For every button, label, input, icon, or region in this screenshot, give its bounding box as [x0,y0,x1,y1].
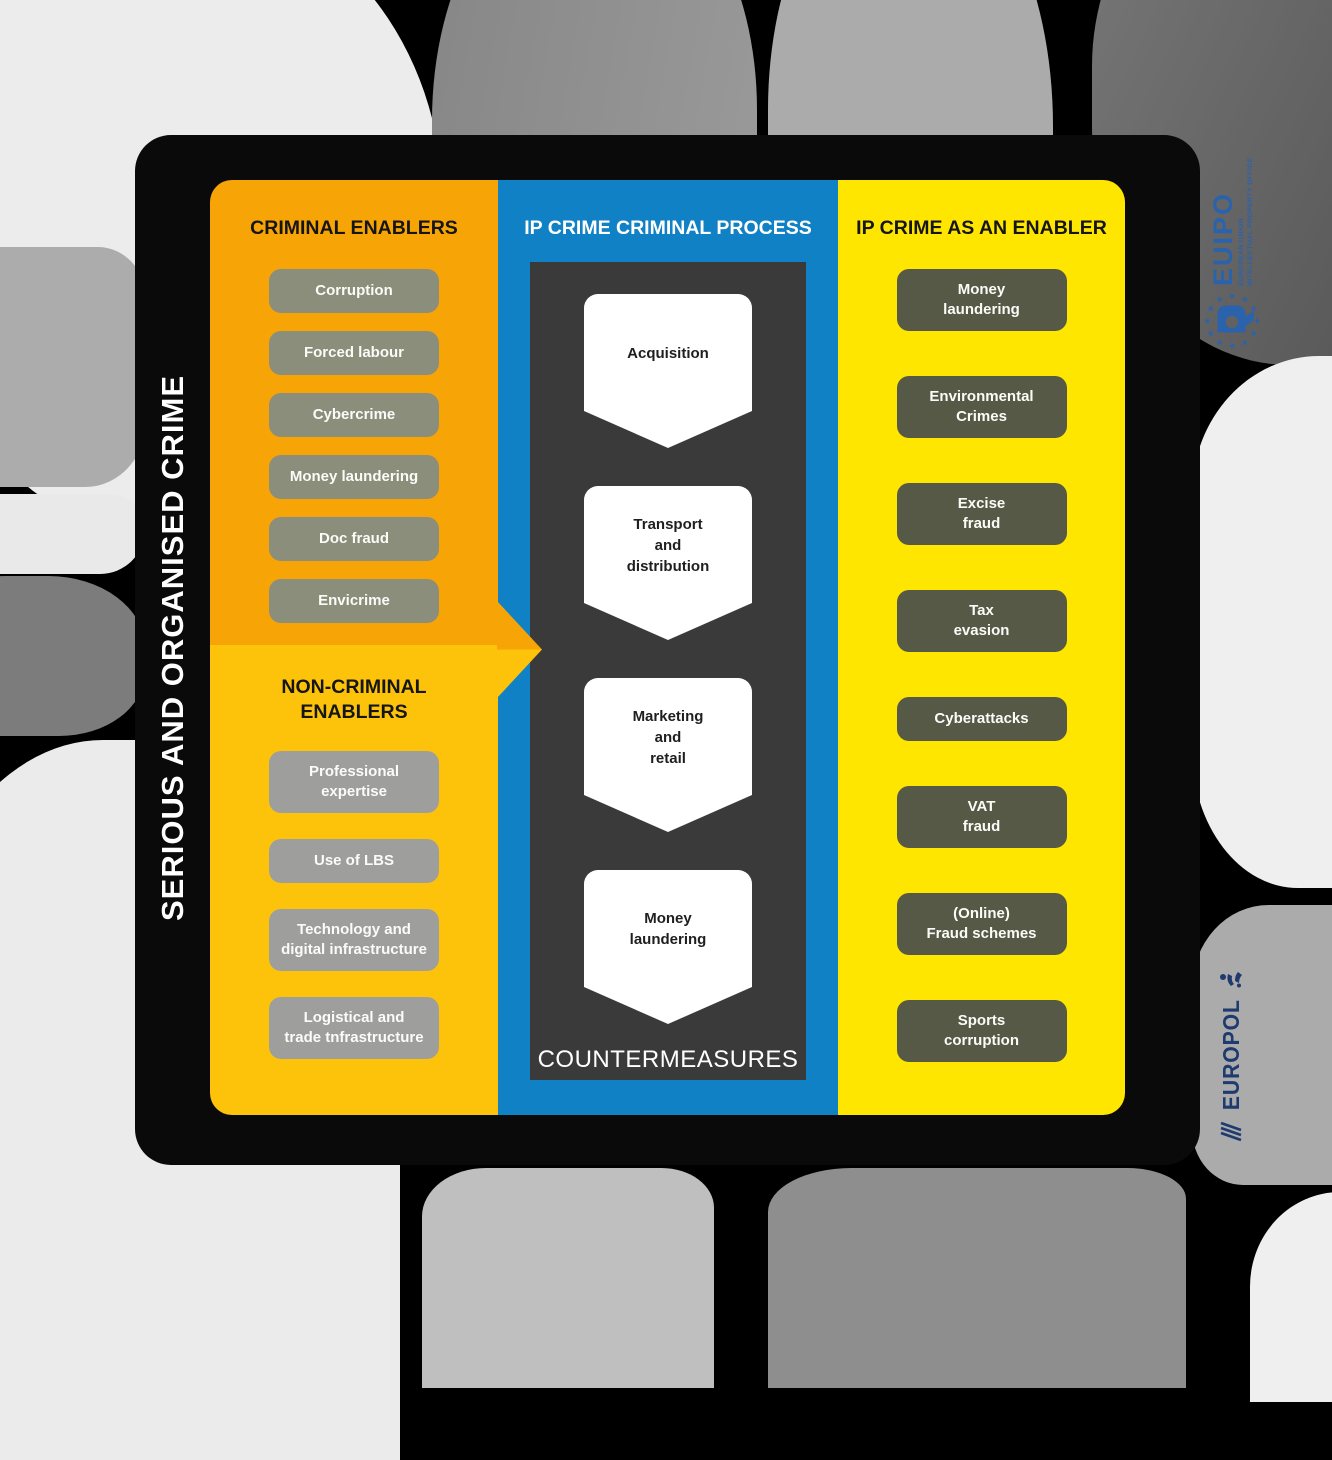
list-item: Use of LBS [269,839,439,883]
criminal-enablers-list: Corruption Forced labour Cybercrime Mone… [210,269,498,623]
countermeasures-label: COUNTERMEASURES [537,1046,799,1073]
europol-figure-icon [1220,972,1242,988]
background-blob [0,494,145,574]
column-enablers: CRIMINAL ENABLERS Corruption Forced labo… [210,180,498,1115]
europol-stripes-icon [1220,1121,1242,1142]
list-item: Sports corruption [896,1000,1067,1062]
background-blob [768,1168,1186,1388]
process-step: Acquisition [584,294,752,448]
list-item: Doc fraud [269,517,439,561]
background-blob [422,1168,714,1388]
list-item: VAT fraud [896,786,1067,848]
list-item: Money laundering [269,455,439,499]
svg-text:★: ★ [1252,317,1259,324]
svg-text:★: ★ [1205,317,1212,324]
svg-text:★: ★ [1227,342,1237,348]
list-item: Cyberattacks [896,697,1067,741]
process-steps-panel: Acquisition Transport and distribution M… [530,262,806,1080]
ip-crime-enabler-list: Money laundering Environmental Crimes Ex… [838,269,1125,1062]
diagram-frame: SERIOUS AND ORGANISED CRIME CRIMINAL ENA… [135,135,1200,1165]
background-blob [1192,905,1332,1185]
svg-text:★: ★ [1249,305,1259,312]
list-item: Professional expertise [269,751,439,813]
process-step: Money laundering [584,870,752,1024]
background-blob [1192,356,1332,888]
euipo-logo-text: EUIPO [1207,191,1238,286]
section-criminal-enablers: CRIMINAL ENABLERS Corruption Forced labo… [210,180,498,645]
list-item: Logistical and trade tnfrastructure [269,997,439,1059]
column-ip-crime-enabler: IP CRIME AS AN ENABLER Money laundering … [838,180,1125,1115]
list-item: Tax evasion [896,590,1067,652]
side-title: SERIOUS AND ORGANISED CRIME [155,374,190,921]
list-item: Cybercrime [269,393,439,437]
svg-text:★: ★ [1249,330,1259,337]
list-item: Environmental Crimes [896,376,1067,438]
columns-area: CRIMINAL ENABLERS Corruption Forced labo… [210,180,1125,1115]
non-criminal-enablers-title: NON-CRIMINAL ENABLERS [281,676,427,723]
list-item: Money laundering [896,269,1067,331]
euipo-logo-subtext-1: EUROPEAN UNION [1237,218,1245,286]
background-blob [0,576,145,736]
list-item: Technology and digital infrastructure [269,909,439,971]
ip-crime-enabler-title: IP CRIME AS AN ENABLER [856,217,1107,239]
euipo-stars-emblem-icon: ★ ★ ★ ★ ★ ★ ★ ★ ★ ★ ★ ★ [1205,294,1259,348]
process-step: Marketing and retail [584,678,752,832]
column-ip-crime-process: IP CRIME CRIMINAL PROCESS Acquisition Tr… [498,180,838,1115]
list-item: Excise fraud [896,483,1067,545]
list-item: Forced labour [269,331,439,375]
svg-text:★: ★ [1227,294,1237,300]
euipo-logo: ★ ★ ★ ★ ★ ★ ★ ★ ★ ★ ★ ★ EUIPO EUROPEAN U… [1196,143,1268,348]
svg-text:★: ★ [1239,339,1249,346]
criminal-enablers-title: CRIMINAL ENABLERS [250,217,458,239]
background-blob [0,247,148,487]
euipo-logo-subtext-2: INTELLECTUAL PROPERTY OFFICE [1246,157,1254,286]
europol-logo: EUROPOL [1214,957,1248,1142]
svg-text:★: ★ [1205,330,1215,337]
svg-text:★: ★ [1215,339,1225,346]
svg-text:★: ★ [1205,305,1215,312]
section-non-criminal-enablers: NON-CRIMINAL ENABLERS Professional exper… [210,645,498,1115]
europol-logo-text: EUROPOL [1217,999,1244,1111]
svg-text:★: ★ [1215,296,1225,303]
process-step: Transport and distribution [584,486,752,640]
ip-crime-process-title: IP CRIME CRIMINAL PROCESS [524,217,812,239]
background-blob [1250,1192,1332,1402]
list-item: Corruption [269,269,439,313]
list-item: (Online) Fraud schemes [896,893,1067,955]
non-criminal-enablers-list: Professional expertise Use of LBS Techno… [269,751,439,1059]
svg-text:★: ★ [1239,296,1249,303]
list-item: Envicrime [269,579,439,623]
